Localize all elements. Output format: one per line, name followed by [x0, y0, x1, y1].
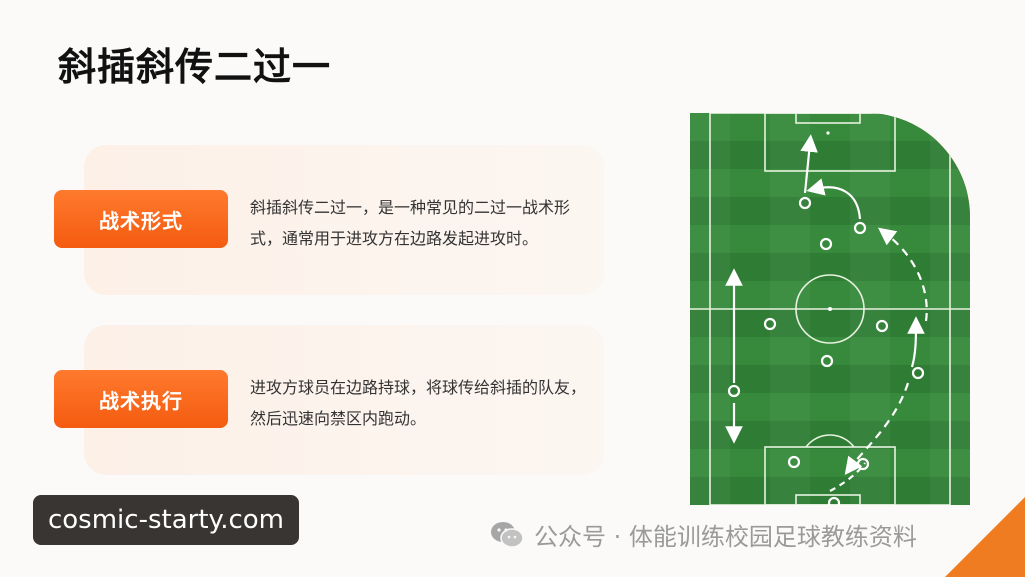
football-pitch-diagram: [690, 113, 970, 505]
site-watermark: cosmic-starty.com: [33, 495, 299, 545]
tactic-execution-description: 进攻方球员在边路持球，将球传给斜插的队友， 然后迅速向禁区内跑动。: [250, 372, 640, 434]
wechat-caption: 公众号 · 体能训练校园足球教练资料: [490, 517, 917, 552]
slide-title: 斜插斜传二过一: [58, 45, 332, 89]
tactic-form-label: 战术形式: [54, 190, 228, 248]
tactic-execution-line1: 进攻方球员在边路持球，将球传给斜插的队友，: [250, 378, 587, 397]
wechat-icon: [490, 521, 524, 549]
pitch-svg: [690, 113, 970, 505]
tactic-execution-label: 战术执行: [54, 370, 228, 428]
tactic-execution-line2: 然后迅速向禁区内跑动。: [250, 409, 427, 428]
corner-accent: [945, 497, 1025, 577]
wechat-caption-text: 公众号 · 体能训练校园足球教练资料: [534, 523, 917, 551]
tactic-form-line2: 式，通常用于进攻方在边路发起进攻时。: [250, 229, 539, 248]
tactic-form-line1: 斜插斜传二过一，是一种常见的二过一战术形: [250, 198, 571, 217]
tactic-form-description: 斜插斜传二过一，是一种常见的二过一战术形 式，通常用于进攻方在边路发起进攻时。: [250, 192, 640, 254]
